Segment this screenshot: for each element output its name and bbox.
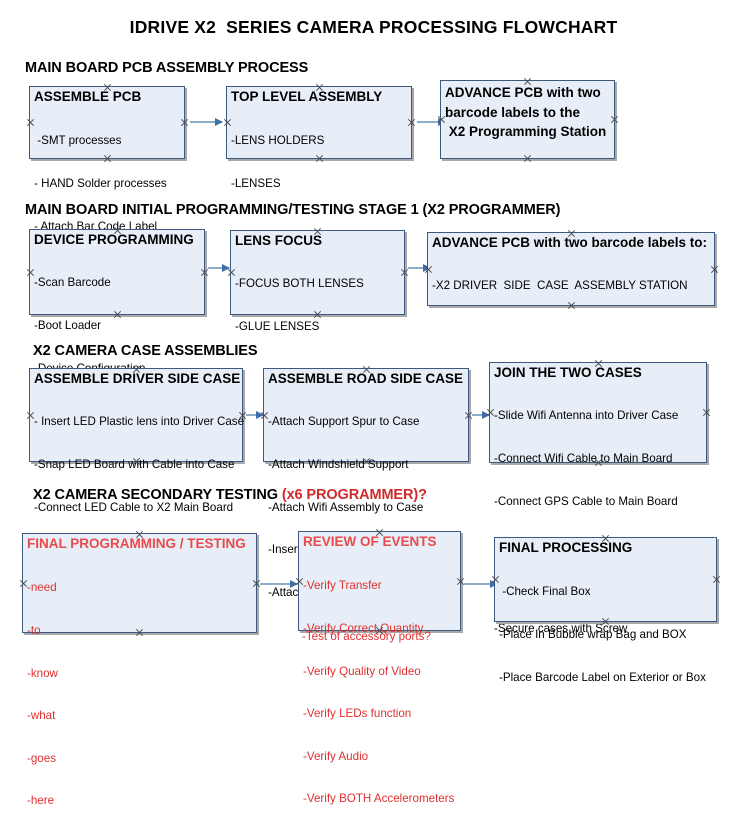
box-line: -Verify Audio (303, 749, 369, 763)
box-lines: -FOCUS BOTH LENSES -GLUE LENSES (235, 249, 364, 363)
box-title: TOP LEVEL ASSEMBLY (231, 89, 383, 104)
section-header-text: X2 CAMERA SECONDARY TESTING (33, 487, 282, 503)
section-header-text: MAIN BOARD INITIAL PROGRAMMING/TESTING S… (25, 202, 561, 218)
box-title: DEVICE PROGRAMMING (34, 232, 194, 247)
box-advance-pcb-to-x2-programming-station[interactable]: ADVANCE PCB with two barcode labels to t… (440, 80, 615, 159)
box-line: -Boot Loader (34, 319, 102, 333)
connection-handle-right[interactable] (180, 118, 189, 127)
box-line: -what (27, 709, 56, 723)
connector-assemble-pcb-to-top-level-assembly (190, 118, 223, 126)
box-line: -Attach Windshield Support (268, 458, 409, 472)
box-line: -Verify Quality of Video (303, 664, 421, 678)
box-line: -Attach Support Spur to Case (268, 415, 420, 429)
box-device-programming[interactable]: DEVICE PROGRAMMING -Scan Barcode -Boot L… (29, 229, 205, 460)
box-final-processing[interactable]: FINAL PROCESSING -Check Final Box -Place… (494, 537, 717, 684)
section-header-accent: (x6 PROGRAMMER)? (281, 487, 427, 503)
connection-handle-right[interactable] (400, 268, 409, 277)
box-title: ASSEMBLE PCB (34, 89, 142, 104)
arrow-head-icon (222, 264, 230, 272)
box-title: LENS FOCUS (235, 233, 323, 248)
box-line: -goes (27, 751, 57, 765)
connection-handle-right[interactable] (702, 408, 711, 417)
box-lines: -X2 DRIVER SIDE CASE ASSEMBLY STATION (432, 251, 688, 322)
box-advance-pcb-to-driver-side-case-station[interactable]: ADVANCE PCB with two barcode labels to: … (427, 232, 715, 306)
box-title: FINAL PROGRAMMING / TESTING (27, 536, 246, 551)
box-line: -Secure cases with Screw (494, 622, 628, 636)
box-line: -LENS HOLDERS (231, 134, 325, 148)
box-overflow-line-review-of-events: -Test of accessory ports? (302, 630, 431, 643)
box-line: -Verify BOTH Accelerometers (303, 792, 455, 806)
box-line: -Check Final Box (499, 585, 591, 599)
box-line: -know (27, 666, 58, 680)
connection-handle-right[interactable] (407, 118, 416, 127)
box-lines: -Check Final Box -Place In Bubble wrap B… (499, 557, 706, 713)
box-line: -Verify Correct Quantity (303, 622, 424, 636)
box-line: -LENSES (231, 177, 281, 191)
connector-driver-side-to-road-side (246, 411, 264, 419)
arrow-head-icon (482, 411, 490, 419)
box-lens-focus[interactable]: LENS FOCUS -FOCUS BOTH LENSES -GLUE LENS… (230, 230, 405, 333)
box-line: -Connect Wifi Cable to Main Board (494, 452, 673, 466)
connector-final-programming-to-review-of-events (260, 580, 298, 588)
arrow-head-icon (215, 118, 223, 126)
box-line: -here (27, 794, 55, 808)
box-join-the-two-cases[interactable]: JOIN THE TWO CASES -Slide Wifi Antenna i… (489, 362, 707, 635)
box-line: -Attach Wifi Assembly to Case (268, 500, 424, 514)
connection-handle-right[interactable] (710, 265, 719, 274)
box-line: -to (27, 624, 41, 638)
connector-review-of-events-to-final-processing (464, 580, 498, 588)
section-header-main-board-pcb-assembly: MAIN BOARD PCB ASSEMBLY PROCESS (25, 60, 308, 76)
box-line: -Verify Transfer (303, 579, 382, 593)
section-header-x2-camera-case-assemblies: X2 CAMERA CASE ASSEMBLIES (33, 343, 258, 359)
box-top-level-assembly[interactable]: TOP LEVEL ASSEMBLY -LENS HOLDERS -LENSES (226, 86, 412, 190)
box-title: ADVANCE PCB with two barcode labels to: (432, 235, 708, 250)
box-lines: -LENS HOLDERS -LENSES (231, 106, 324, 220)
connection-handle-bottom[interactable] (523, 154, 532, 163)
box-title: FINAL PROCESSING (499, 540, 633, 555)
box-line: -Slide Wifi Antenna into Driver Case (494, 409, 679, 423)
box-line: -Verify LEDs function (303, 707, 412, 721)
box-review-of-events[interactable]: REVIEW OF EVENTS -Verify Transfer -Verif… (298, 531, 461, 805)
box-title: ASSEMBLE DRIVER SIDE CASE (34, 371, 241, 386)
connection-handle-bottom[interactable] (135, 628, 144, 637)
connection-handle-right[interactable] (712, 575, 721, 584)
box-lines: -need -to -know -what -goes -here (27, 553, 58, 837)
connector-road-side-to-join-cases (472, 411, 490, 419)
section-header-text: X2 CAMERA CASE ASSEMBLIES (33, 343, 258, 359)
box-line: -X2 DRIVER SIDE CASE ASSEMBLY STATION (432, 279, 688, 293)
box-line: -Place Barcode Label on Exterior or Box (499, 670, 706, 684)
box-line: -Connect GPS Cable to Main Board (494, 494, 678, 508)
section-header-text: MAIN BOARD PCB ASSEMBLY PROCESS (25, 60, 309, 76)
box-title: JOIN THE TWO CASES (494, 365, 642, 380)
box-line: -GLUE LENSES (235, 320, 320, 334)
box-title: ASSEMBLE ROAD SIDE CASE (268, 371, 464, 386)
box-line: -FOCUS BOTH LENSES (235, 277, 364, 291)
box-line: -Place In Bubble wrap Bag and BOX (499, 628, 687, 642)
box-title: REVIEW OF EVENTS (303, 534, 437, 549)
box-line: -Connect LED Cable to X2 Main Board (34, 500, 234, 514)
arrow-head-icon (290, 580, 298, 588)
box-lines: -Verify Transfer -Verify Correct Quantit… (303, 551, 454, 835)
section-header-x2-camera-secondary-testing: X2 CAMERA SECONDARY TESTING (x6 PROGRAMM… (33, 487, 427, 503)
box-assemble-road-side-case[interactable]: ASSEMBLE ROAD SIDE CASE -Attach Support … (263, 368, 469, 599)
connector-device-programming-to-lens-focus (208, 264, 230, 272)
box-title: ADVANCE PCB with two barcode labels to t… (445, 85, 607, 139)
box-assemble-driver-side-case[interactable]: ASSEMBLE DRIVER SIDE CASE - Insert LED P… (29, 368, 245, 556)
box-assemble-pcb[interactable]: ASSEMBLE PCB -SMT processes - HAND Solde… (29, 86, 185, 233)
section-header-main-board-initial-programming: MAIN BOARD INITIAL PROGRAMMING/TESTING S… (25, 202, 561, 218)
box-final-programming-testing[interactable]: FINAL PROGRAMMING / TESTING -need -to -k… (22, 533, 257, 807)
chart-title: IDRIVE X2 SERIES CAMERA PROCESSING FLOWC… (129, 17, 618, 37)
box-line: - HAND Solder processes (34, 177, 167, 191)
connection-handle-right[interactable] (610, 115, 619, 124)
arrow-head-icon (256, 411, 264, 419)
box-line: -SMT processes (34, 134, 122, 148)
box-line: -Snap LED Board with Cable into Case (34, 458, 235, 472)
box-line: - Insert LED Plastic lens into Driver Ca… (34, 415, 245, 429)
box-line: -need (27, 581, 57, 595)
box-line: -Scan Barcode (34, 276, 111, 290)
